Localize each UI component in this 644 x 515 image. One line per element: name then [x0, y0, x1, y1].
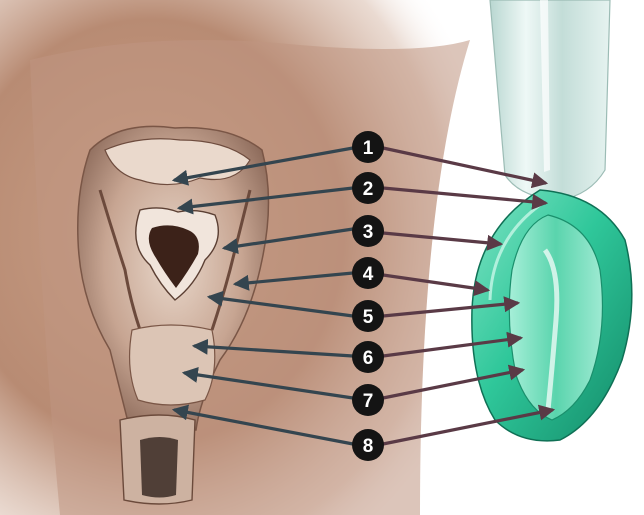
marker-6-label: 6: [363, 348, 374, 369]
larynx-illustration: [0, 0, 470, 515]
marker-3: 3: [352, 215, 384, 247]
marker-7-label: 7: [363, 391, 374, 412]
cricoid-region: [130, 325, 215, 405]
marker-4-label: 4: [363, 264, 374, 285]
marker-2-label: 2: [363, 179, 374, 200]
marker-6: 6: [352, 341, 384, 373]
marker-5-label: 5: [363, 307, 374, 328]
marker-1: 1: [352, 131, 384, 163]
marker-2: 2: [352, 172, 384, 204]
marker-1-label: 1: [363, 138, 374, 159]
trachea-lumen: [140, 437, 178, 498]
marker-7: 7: [352, 384, 384, 416]
marker-8-label: 8: [363, 436, 374, 457]
marker-4: 4: [352, 257, 384, 289]
marker-8: 8: [352, 429, 384, 461]
marker-5: 5: [352, 300, 384, 332]
marker-3-label: 3: [363, 222, 374, 243]
